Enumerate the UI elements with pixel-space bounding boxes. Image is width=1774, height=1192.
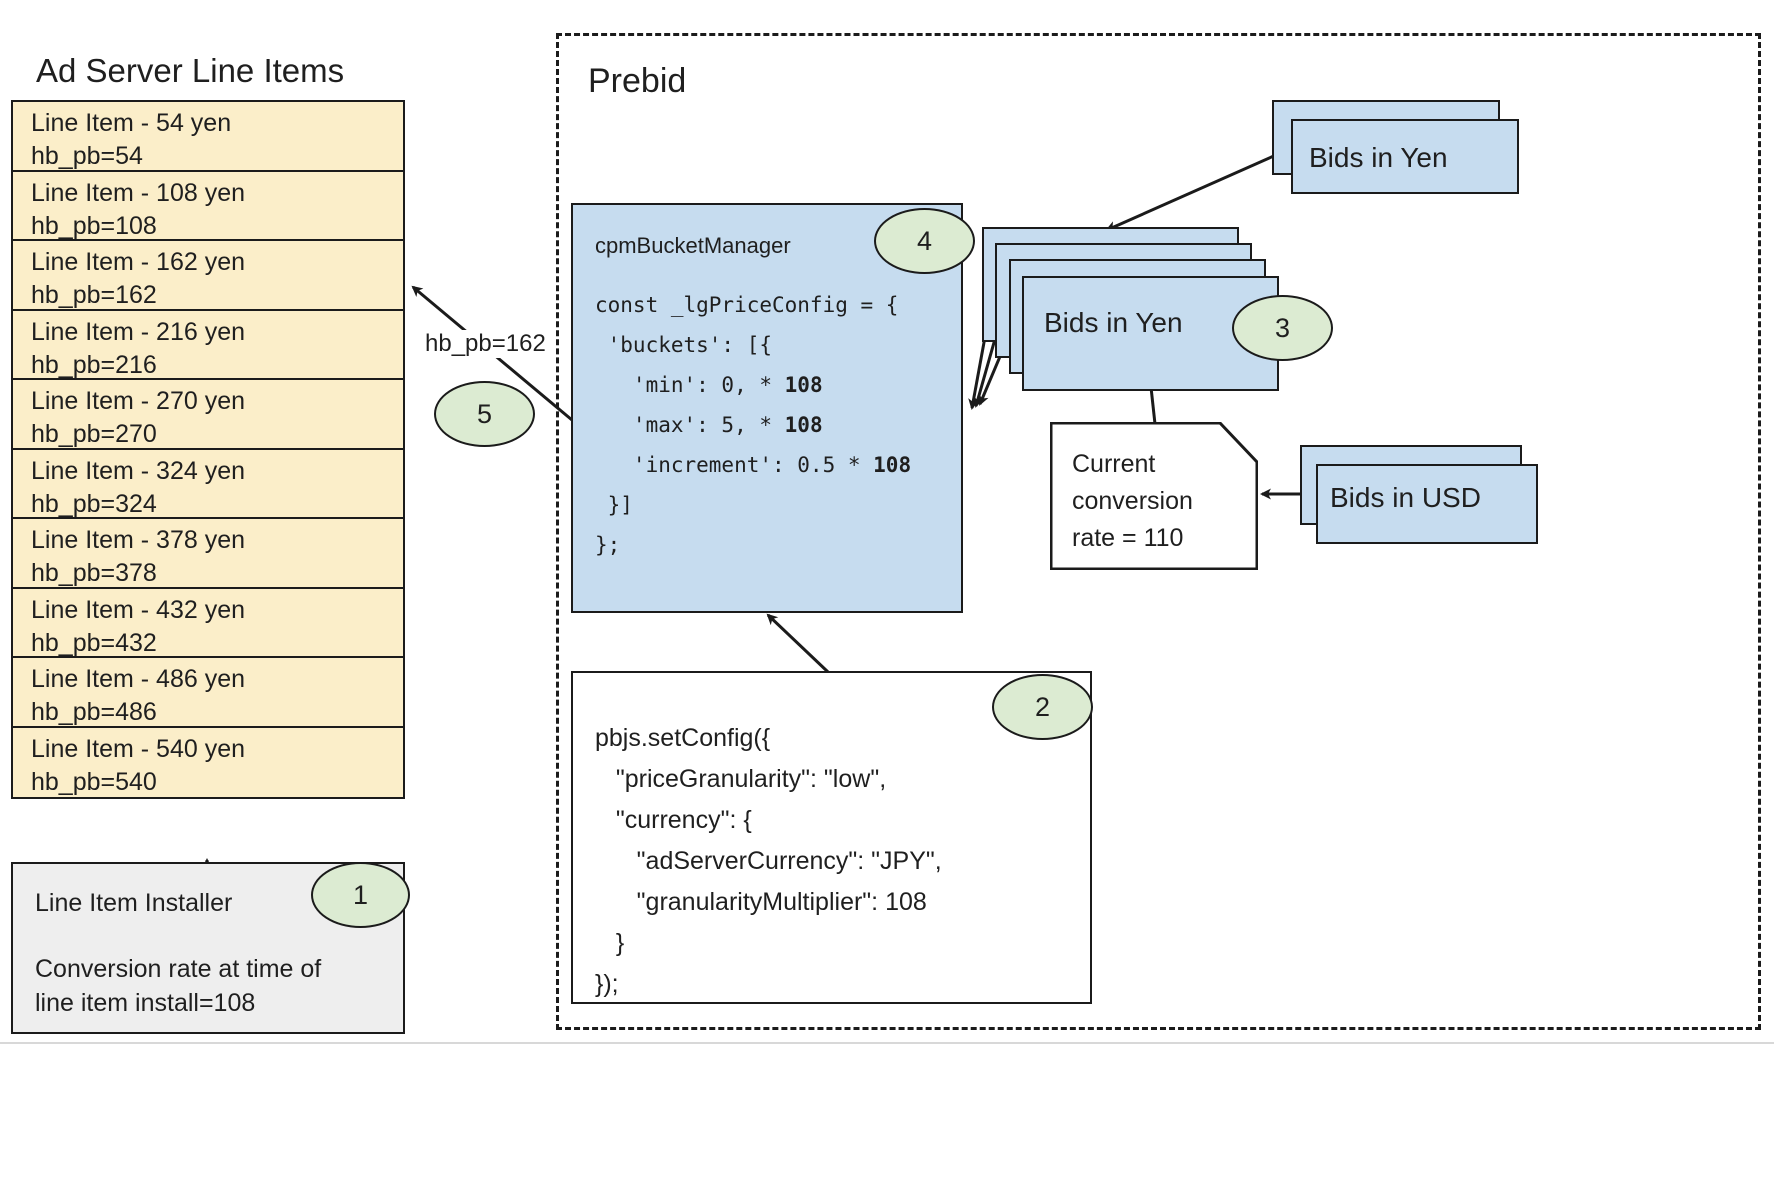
bids-in-usd-label: Bids in USD — [1330, 482, 1481, 513]
note-line-1: Current — [1072, 450, 1156, 478]
line-item-key: hb_pb=216 — [31, 350, 157, 379]
setconfig-line: "priceGranularity": "low", — [595, 765, 887, 793]
line-item-name: Line Item - 108 yen — [31, 178, 246, 207]
setconfig-line: }); — [595, 970, 619, 998]
bids-in-usd-card-front — [1316, 464, 1538, 544]
page-bottom-divider — [0, 1042, 1774, 1044]
cpm-code-line: 'increment': 0.5 * 108 — [595, 453, 912, 477]
cpm-bucket-manager-box: cpmBucketManager const _lgPriceConfig = … — [571, 203, 963, 613]
bids-in-yen-card-front — [1291, 119, 1519, 194]
cpm-header: cpmBucketManager — [595, 233, 791, 258]
badge-step-4: 4 — [874, 208, 975, 274]
badge-step-2: 2 — [992, 674, 1093, 740]
list-item[interactable]: Line Item - 378 yen hb_pb=378 — [13, 519, 403, 589]
line-item-key: hb_pb=270 — [31, 420, 157, 448]
line-item-key: hb_pb=540 — [31, 767, 157, 796]
badge-step-1: 1 — [311, 862, 410, 928]
note-line-3: rate = 110 — [1072, 524, 1184, 552]
list-item[interactable]: Line Item - 54 yen hb_pb=54 — [13, 102, 403, 172]
cpm-code-line: const _lgPriceConfig = { — [595, 293, 899, 317]
list-item[interactable]: Line Item - 270 yen hb_pb=270 — [13, 380, 403, 450]
list-item[interactable]: Line Item - 162 yen hb_pb=162 — [13, 241, 403, 311]
cpm-code-line: 'max': 5, * 108 — [595, 413, 823, 437]
line-item-name: Line Item - 540 yen — [31, 734, 246, 763]
installer-title: Line Item Installer — [35, 889, 233, 917]
cpm-code-line: 'buckets': [{ — [595, 333, 773, 357]
line-item-name: Line Item - 162 yen — [31, 248, 246, 276]
line-item-key: hb_pb=432 — [31, 628, 157, 657]
line-item-key: hb_pb=108 — [31, 211, 157, 240]
setconfig-line: "adServerCurrency": "JPY", — [595, 847, 942, 875]
line-item-name: Line Item - 270 yen — [31, 387, 246, 415]
setconfig-line: pbjs.setConfig({ — [595, 724, 771, 752]
prebid-boundary — [556, 33, 1761, 1030]
cpm-code-line: }] — [595, 493, 633, 517]
bids-in-yen-mid-label: Bids in Yen — [1044, 307, 1183, 338]
list-item[interactable]: Line Item - 324 yen hb_pb=324 — [13, 449, 403, 519]
line-item-key: hb_pb=54 — [31, 142, 143, 170]
line-items-list: Line Item - 54 yen hb_pb=54 Line Item - … — [11, 100, 405, 799]
list-item[interactable]: Line Item - 108 yen hb_pb=108 — [13, 171, 403, 241]
line-item-key: hb_pb=162 — [31, 281, 157, 309]
note-line-2: conversion — [1072, 487, 1193, 515]
list-item[interactable]: Line Item - 216 yen hb_pb=216 — [13, 310, 403, 380]
cpm-code-line: }; — [595, 533, 621, 557]
line-item-name: Line Item - 378 yen — [31, 526, 246, 554]
conversion-rate-note — [1050, 422, 1258, 570]
installer-note-line1: Conversion rate at time of — [35, 955, 322, 983]
badge-step-5: 5 — [434, 381, 535, 447]
line-item-key: hb_pb=324 — [31, 489, 157, 518]
line-item-name: Line Item - 432 yen — [31, 595, 246, 624]
cpm-code-line: 'min': 0, * 108 — [595, 373, 823, 397]
line-item-name: Line Item - 324 yen — [31, 456, 246, 485]
installer-note-line2: line item install=108 — [35, 989, 256, 1017]
page-title-ad-server: Ad Server Line Items — [36, 52, 345, 89]
line-item-key: hb_pb=486 — [31, 698, 157, 726]
conversion-rate-note-text: Current conversion rate = 110 — [1072, 446, 1193, 557]
list-item[interactable]: Line Item - 432 yen hb_pb=432 — [13, 588, 403, 658]
line-item-name: Line Item - 486 yen — [31, 665, 246, 693]
prebid-title: Prebid — [588, 62, 687, 100]
list-item[interactable]: Line Item - 486 yen hb_pb=486 — [13, 658, 403, 728]
setconfig-line: } — [595, 929, 625, 957]
badge-step-3: 3 — [1232, 295, 1333, 361]
line-item-name: Line Item - 216 yen — [31, 317, 246, 346]
setconfig-line: "granularityMultiplier": 108 — [595, 888, 927, 916]
line-item-key: hb_pb=378 — [31, 559, 157, 587]
list-item[interactable]: Line Item - 540 yen hb_pb=540 — [13, 727, 403, 797]
bids-in-yen-top-label: Bids in Yen — [1309, 142, 1448, 173]
setconfig-line: "currency": { — [595, 806, 752, 834]
edge-label-hb-pb: hb_pb=162 — [423, 330, 548, 358]
line-item-name: Line Item - 54 yen — [31, 109, 232, 137]
